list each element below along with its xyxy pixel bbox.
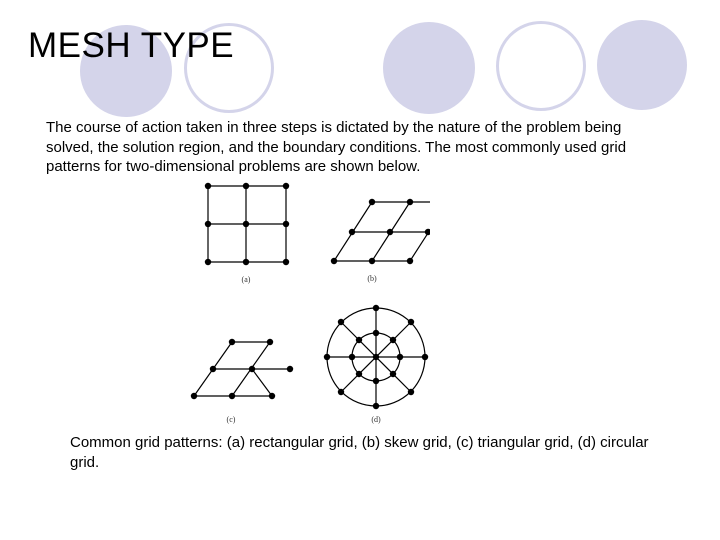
decor-circle-2 <box>383 22 475 114</box>
triangular-grid <box>193 341 290 397</box>
circular-grid-nodes <box>323 304 429 410</box>
triangular-grid-nodes <box>190 338 294 400</box>
skew-grid <box>333 201 430 262</box>
body-paragraph: The course of action taken in three step… <box>46 119 627 175</box>
label-d: (d) <box>371 415 381 424</box>
label-c: (c) <box>227 415 236 424</box>
label-b: (b) <box>367 274 377 283</box>
decor-circle-3 <box>597 20 687 110</box>
decor-ring-1 <box>184 23 274 113</box>
rectangular-grid-nodes <box>204 182 290 266</box>
decor-circle-1 <box>80 25 172 117</box>
grid-patterns-figure: (a) (b) (c) (d) <box>190 182 430 424</box>
slide-title: MESH TYPE <box>28 26 235 65</box>
figure-caption: Common grid patterns: (a) rectangular gr… <box>70 434 649 471</box>
decor-ring-2 <box>496 21 586 111</box>
label-a: (a) <box>242 275 251 284</box>
skew-grid-nodes <box>330 198 430 265</box>
